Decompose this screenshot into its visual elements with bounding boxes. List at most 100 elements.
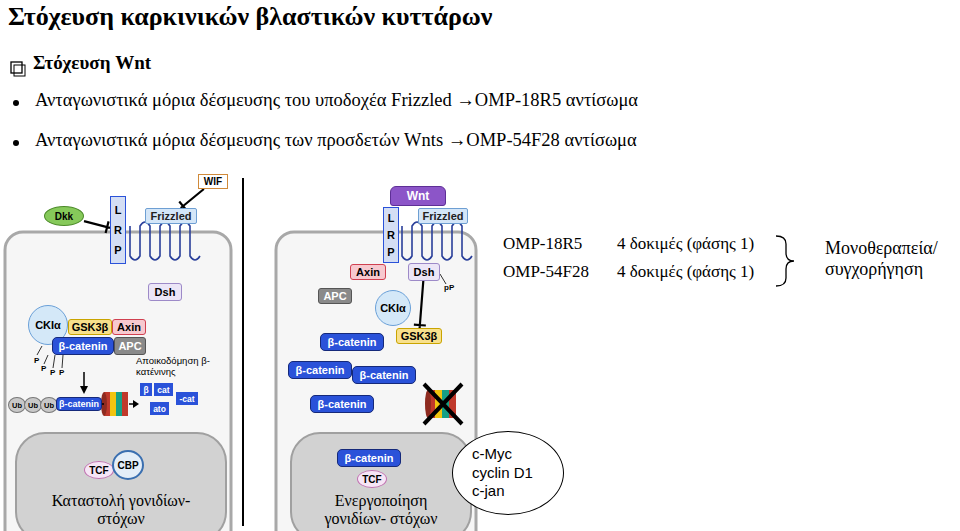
ligand-box: Wnt: [390, 186, 446, 206]
cell: [276, 232, 476, 531]
node-text: TCF: [362, 474, 381, 485]
protein-box: β-catenin: [288, 361, 352, 379]
cell: [5, 232, 231, 531]
arrowhead: [80, 386, 88, 394]
phospho-stick: [62, 355, 63, 368]
coreceptor-bar: LRP: [383, 207, 399, 263]
node-text: c-Myc cyclin D1 c-jan: [472, 445, 544, 501]
arrow: [83, 372, 85, 388]
text-label: OMP-18R5: [503, 234, 582, 254]
node-text: Wnt: [407, 189, 430, 203]
receptor-loops: [402, 222, 472, 260]
bullet: [13, 100, 19, 106]
protein-box: GSK3β: [68, 319, 112, 335]
protein-box: Axin: [350, 264, 386, 280]
text-label: Ανταγωνιστικά μόρια δέσμευσης των προσδε…: [35, 130, 637, 151]
protein-box: β-catenin: [337, 449, 401, 467]
phospho-stick: [440, 274, 446, 284]
fragment-chip: β: [140, 383, 152, 396]
protein-box: Dsh: [408, 263, 440, 281]
text-label: Μονοθεραπεία/ συγχορήγηση: [825, 238, 953, 279]
node-text: β-catenin: [345, 452, 394, 464]
arrowhead: [133, 400, 139, 408]
factor-circle: CBP: [112, 450, 144, 480]
node-text: Ub: [12, 401, 22, 410]
node-text: CKIα: [35, 319, 61, 331]
protein-box: APC: [318, 288, 352, 304]
target-genes-callout: c-Myc cyclin D1 c-jan: [452, 431, 564, 515]
text-label: Αποικοδόμηση β-κατένινης: [136, 356, 216, 378]
protein-box: Axin: [112, 319, 146, 335]
node-text: GSK3β: [72, 321, 109, 333]
protein-box: β-catenin: [52, 337, 114, 355]
node-text: Axin: [356, 266, 380, 278]
fragment-chip: -cat: [176, 392, 198, 405]
nucleus: Ενεργοποίηση γονιδίων- στόχων β-cateninTC…: [290, 432, 472, 531]
node-text: β: [143, 385, 148, 395]
protein-box: β-catenin: [320, 333, 384, 351]
receptor-box: Frizzled: [418, 208, 468, 224]
protein-box: Dsh: [148, 283, 182, 301]
fragment-chip: cat: [154, 383, 173, 396]
node-text: β-catenin: [59, 399, 99, 409]
text-label: 4 δοκιμές (φάσης 1): [617, 234, 754, 254]
nucleus: Καταστολή γονιδίων-στόχων TCF CBP: [15, 432, 227, 531]
protein-box: β-catenin: [310, 395, 374, 413]
node-text: Καταστολή γονιδίων-στόχων: [46, 492, 196, 529]
text-label: P: [41, 364, 46, 373]
protein-box: APC: [114, 337, 146, 355]
title: Στόχευση καρκινικών βλαστικών κυττάρων: [8, 2, 492, 32]
node-text: LRP: [113, 200, 124, 260]
node-text: Dsh: [414, 266, 435, 278]
checkbox-shadow: [14, 65, 25, 76]
kinase-circle: CKIα: [375, 290, 411, 326]
node-text: WIF: [204, 176, 222, 187]
node-text: Ub: [28, 401, 38, 410]
node-text: β-catenin: [360, 369, 409, 381]
node-text: cat: [157, 385, 169, 395]
text-label: pP: [444, 283, 454, 292]
inhibitor-oval: Dkk: [44, 206, 84, 226]
fragment-chip: ato: [150, 402, 169, 415]
node-text: Dsh: [155, 286, 176, 298]
inhibitor-box: WIF: [198, 174, 228, 189]
checkbox: [11, 62, 22, 73]
text-label: OMP-54F28: [503, 262, 589, 282]
brace: [776, 236, 794, 286]
proteasome: [101, 392, 128, 416]
receptor-box: Frizzled: [145, 208, 197, 224]
receptor-loops: [130, 222, 200, 260]
inhibition-connector: [84, 221, 110, 233]
text-label: 4 δοκιμές (φάσης 1): [617, 262, 754, 282]
node-text: Ub: [44, 401, 54, 410]
coreceptor-bar: LRP: [110, 196, 126, 264]
bullet: [13, 140, 19, 146]
node-text: TCF: [89, 465, 108, 476]
node-text: Frizzled: [423, 210, 464, 222]
node-text: Ενεργοποίηση γονιδίων- στόχων: [306, 492, 456, 529]
text-label: Στόχευση Wnt: [33, 52, 151, 74]
node-text: ato: [153, 404, 166, 414]
protein-box: β-catenin: [56, 397, 102, 411]
node-text: -cat: [179, 394, 194, 404]
node-text: APC: [323, 290, 346, 302]
node-text: Frizzled: [151, 210, 192, 222]
node-text: β-catenin: [296, 364, 345, 376]
protein-box: β-catenin: [352, 366, 416, 384]
phospho-stick: [37, 346, 42, 355]
phospho-stick: [53, 355, 55, 368]
phospho-stick: [44, 355, 48, 364]
protein-box: GSK3β: [396, 328, 442, 344]
factor-oval: TCF: [357, 470, 387, 488]
node-text: LRP: [386, 210, 397, 261]
node-text: CKIα: [380, 302, 406, 314]
node-text: Axin: [117, 321, 141, 333]
node-text: β-catenin: [59, 340, 108, 352]
text-label: Ανταγωνιστικά μόρια δέσμευσης του υποδοχ…: [35, 90, 638, 111]
node-text: β-catenin: [328, 336, 377, 348]
node-text: CBP: [117, 460, 138, 471]
text-label: P: [59, 368, 64, 377]
node-text: GSK3β: [401, 330, 438, 342]
node-text: β-catenin: [318, 398, 367, 410]
